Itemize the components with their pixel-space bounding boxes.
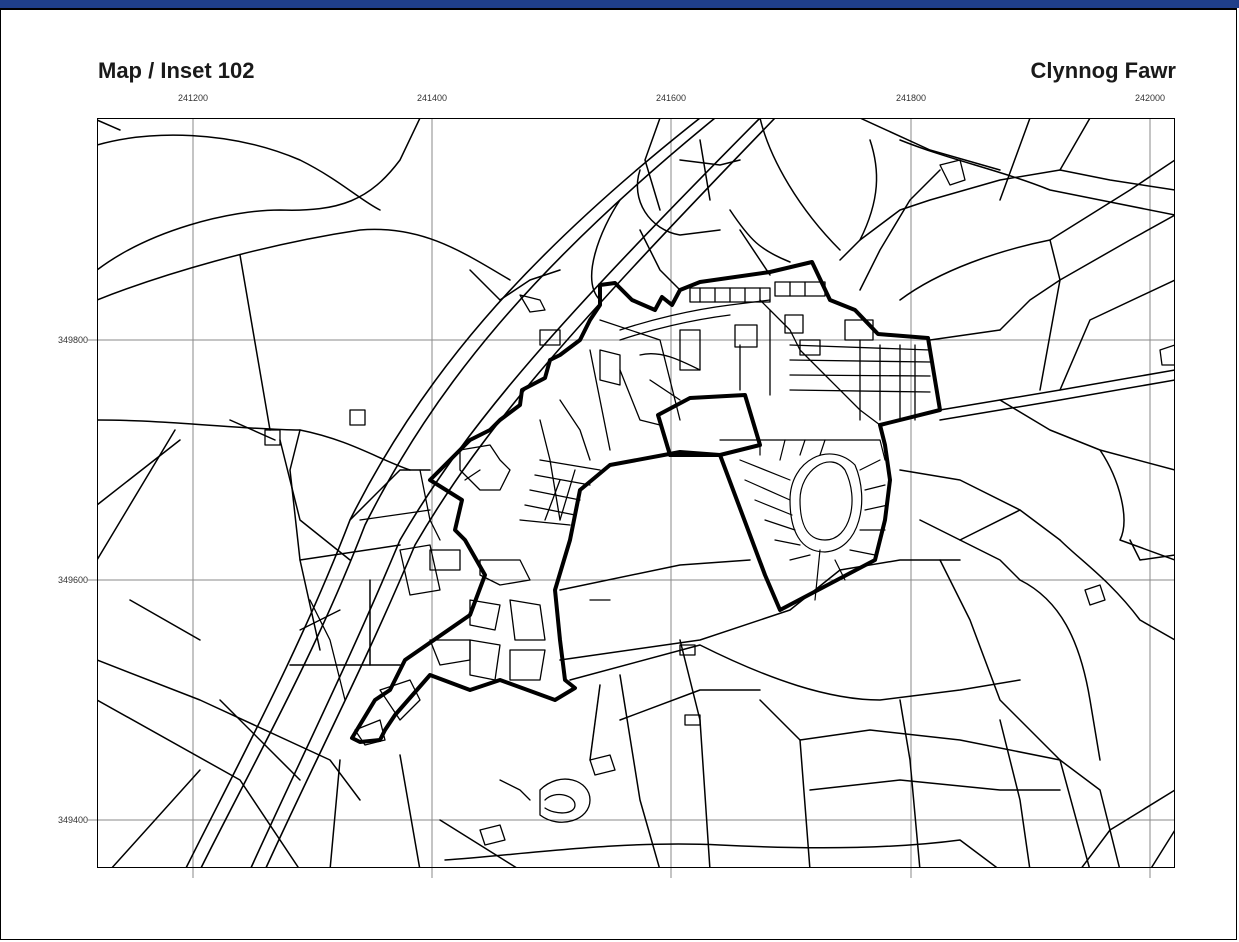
map-inset-title: Map / Inset 102 [98,58,255,83]
development-boundary [350,260,942,744]
easting-tick-label: 241200 [178,93,208,103]
easting-tick-label: 241600 [656,93,686,103]
top-color-band [0,0,1239,8]
northing-tick-label: 349600 [58,575,88,585]
settlement-detail [264,159,1175,846]
easting-tick-label: 241800 [896,93,926,103]
grid-lines [88,118,1175,878]
easting-tick-label: 241400 [417,93,447,103]
housing-estate [719,439,889,601]
page-frame [0,8,1237,940]
easting-tick-label: 242000 [1135,93,1165,103]
field-boundaries [97,118,1175,868]
northing-tick-label: 349800 [58,335,88,345]
easting-tick-labels: 241200 241400 241600 241800 242000 [178,93,1165,103]
northing-tick-labels: 349800 349600 349400 [58,335,88,825]
northing-tick-label: 349400 [58,815,88,825]
place-name-title: Clynnog Fawr [1030,58,1176,83]
main-road [185,118,776,868]
